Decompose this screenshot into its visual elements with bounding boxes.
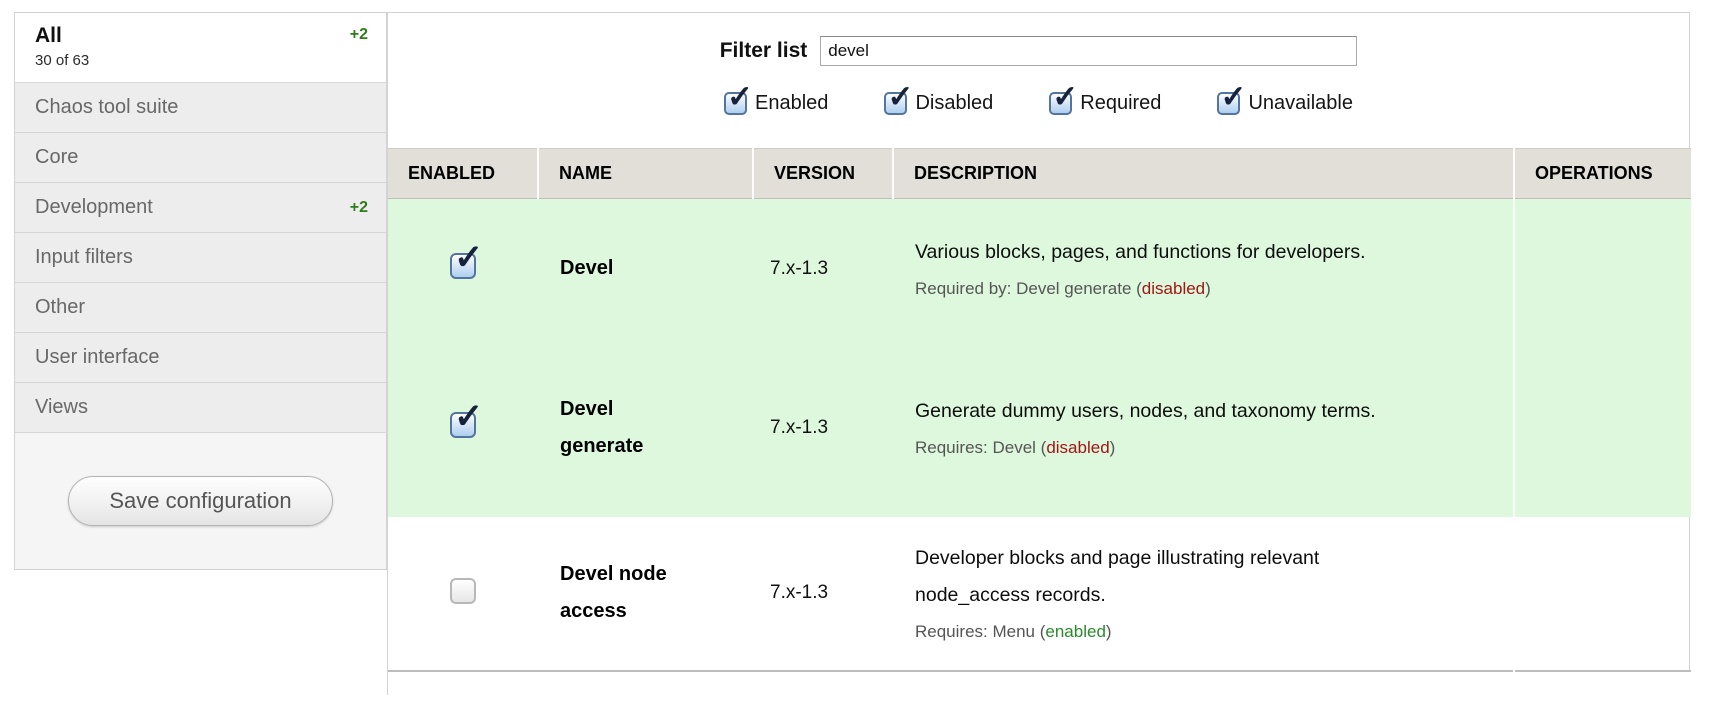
- module-operations-cell: [1513, 516, 1691, 671]
- filter-checkbox-label: Disabled: [915, 91, 994, 114]
- module-description: Various blocks, pages, and functions for…: [915, 240, 1366, 263]
- dependency-text-close: ): [1105, 621, 1112, 641]
- dependency-text-close: ): [1205, 278, 1211, 298]
- column-header-description: DESCRIPTION: [892, 148, 1514, 199]
- sidebar-tab-user-interface[interactable]: User interface: [15, 333, 386, 383]
- filter-list-label: Filter list: [719, 38, 808, 62]
- dependency-text-close: ): [1109, 437, 1116, 457]
- module-version-cell: 7.x-1.3: [753, 338, 893, 517]
- sidebar-tab-label: Input filters: [35, 246, 133, 268]
- sidebar-tab-all-count: 30 of 63: [35, 52, 90, 69]
- dependency-status: enabled: [1045, 621, 1106, 641]
- column-header-enabled: ENABLED: [388, 148, 538, 199]
- filter-checkbox-label: Unavailable: [1248, 91, 1353, 114]
- module-description-cell: Various blocks, pages, and functions for…: [893, 198, 1514, 339]
- dependency-text: Requires: Devel (: [915, 437, 1047, 457]
- checkbox-checked-icon[interactable]: [884, 79, 913, 115]
- modules-panel: Filter list Enabled Disabled Required Un…: [387, 12, 1691, 697]
- module-version-cell: 7.x-1.3: [753, 198, 893, 339]
- column-header-operations: OPERATIONS: [1513, 148, 1691, 199]
- status-filter-checkboxes: Enabled Disabled Required Unavailable: [388, 79, 1689, 118]
- module-enabled-cell: [388, 517, 538, 671]
- filter-checkbox-label: Required: [1080, 91, 1162, 114]
- sidebar-tab-label: Core: [35, 146, 79, 168]
- dependency-text: Required by: Devel generate (: [915, 278, 1142, 298]
- save-configuration-button[interactable]: Save configuration: [68, 476, 333, 526]
- module-enabled-cell: [388, 198, 538, 339]
- table-footer-cell: [388, 669, 1691, 697]
- module-name: Devel node access: [560, 563, 667, 622]
- module-checkbox[interactable]: [450, 397, 483, 438]
- module-enabled-cell: [388, 338, 538, 517]
- dependency-status: disabled: [1046, 437, 1110, 457]
- sidebar-tab-label: User interface: [35, 346, 160, 368]
- module-category-sidebar: All +2 30 of 63 Chaos tool suite Core De…: [14, 12, 387, 570]
- filter-row: Filter list: [388, 35, 1689, 66]
- module-name: Devel: [560, 257, 614, 280]
- sidebar-tab-development[interactable]: Development +2: [15, 183, 386, 233]
- sidebar-tab-other[interactable]: Other: [15, 283, 386, 333]
- module-operations-cell: [1513, 198, 1691, 339]
- sidebar-tab-label: Chaos tool suite: [35, 96, 179, 118]
- module-description: Generate dummy users, nodes, and taxonom…: [915, 399, 1376, 422]
- sidebar-tab-label: Other: [35, 296, 86, 318]
- filter-checkbox-enabled[interactable]: Enabled: [724, 79, 829, 115]
- module-row-devel-node-access: Devel node access 7.x-1.3 Developer bloc…: [388, 516, 1691, 671]
- module-description: Developer blocks and page illustrating r…: [915, 546, 1320, 606]
- sidebar-tab-all[interactable]: All +2 30 of 63: [15, 13, 386, 83]
- sidebar-tab-chaos-tool-suite[interactable]: Chaos tool suite: [15, 83, 386, 133]
- sidebar-tab-input-filters[interactable]: Input filters: [15, 233, 386, 283]
- module-checkbox[interactable]: [450, 238, 483, 280]
- module-checkbox[interactable]: [450, 577, 476, 604]
- sidebar-tab-core[interactable]: Core: [15, 133, 386, 183]
- module-dependency-note: Required by: Devel generate (disabled): [915, 274, 1493, 304]
- module-operations-cell: [1513, 338, 1691, 517]
- table-header-row: ENABLED NAME VERSION DESCRIPTION OPERATI…: [388, 148, 1691, 199]
- module-row-devel-generate: Devel generate 7.x-1.3 Generate dummy us…: [388, 338, 1691, 517]
- module-row-devel: Devel 7.x-1.3 Various blocks, pages, and…: [388, 198, 1691, 339]
- checkbox-checked-icon[interactable]: [1049, 79, 1078, 115]
- filter-checkbox-disabled[interactable]: Disabled: [884, 79, 994, 115]
- sidebar-tab-all-label: All: [35, 24, 62, 47]
- filter-list-input[interactable]: [820, 35, 1358, 66]
- sidebar-tab-badge: +2: [349, 198, 368, 216]
- module-dependency-note: Requires: Menu (enabled): [915, 617, 1493, 647]
- modules-table: ENABLED NAME VERSION DESCRIPTION OPERATI…: [388, 148, 1691, 697]
- module-name: Devel generate: [560, 397, 644, 457]
- sidebar-tab-views[interactable]: Views: [15, 383, 386, 433]
- dependency-status: disabled: [1141, 278, 1206, 298]
- sidebar-tab-label: Views: [35, 396, 88, 418]
- table-footer-strip: [388, 669, 1691, 697]
- filter-checkbox-unavailable[interactable]: Unavailable: [1217, 79, 1353, 115]
- column-header-name: NAME: [537, 148, 753, 199]
- dependency-text: Requires: Menu (: [915, 621, 1046, 641]
- checkbox-checked-icon[interactable]: [724, 79, 753, 115]
- sidebar-tab-all-badge: +2: [349, 26, 368, 43]
- module-dependency-note: Requires: Devel (disabled): [915, 433, 1493, 463]
- module-name-cell: Devel generate: [538, 338, 753, 517]
- module-name-cell: Devel: [538, 198, 753, 339]
- sidebar-tab-label: Development: [35, 196, 153, 218]
- module-name-cell: Devel node access: [538, 517, 753, 671]
- filter-checkbox-required[interactable]: Required: [1049, 79, 1162, 115]
- save-configuration-area: Save configuration: [15, 433, 386, 570]
- column-header-version: VERSION: [752, 148, 893, 199]
- module-description-cell: Generate dummy users, nodes, and taxonom…: [893, 338, 1514, 517]
- module-version-cell: 7.x-1.3: [770, 582, 829, 603]
- module-description-cell: Developer blocks and page illustrating r…: [893, 517, 1514, 671]
- checkbox-checked-icon[interactable]: [1217, 79, 1246, 115]
- filter-checkbox-label: Enabled: [755, 91, 829, 114]
